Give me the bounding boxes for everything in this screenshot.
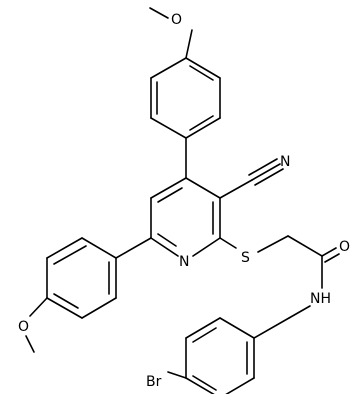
- pyridine-ring: [150, 177, 221, 257]
- bond-c3-nitrile-carbon: [219, 179, 253, 199]
- bond-ch2-carbonyl: [287, 235, 323, 257]
- atom-o-top: O: [171, 12, 182, 28]
- bond-s-ch2: [257, 235, 289, 253]
- top-phenyl-ring: [150, 57, 221, 139]
- left-phenyl-ring: [46, 237, 117, 319]
- atom-s: S: [241, 250, 250, 266]
- bond-top-o-ring: [185, 29, 193, 59]
- atom-n-nitrile: N: [280, 154, 290, 170]
- triple-bond-nitrile-2: [248, 158, 278, 176]
- bond-top-methyl-o: [149, 7, 169, 19]
- triple-bond-nitrile-1: [251, 163, 281, 181]
- atom-o-left: O: [18, 319, 29, 335]
- double-bond-carbonyl-1: [321, 247, 337, 257]
- bond-left-ring-o: [29, 297, 48, 317]
- atom-br: Br: [146, 374, 162, 390]
- bond-left-o-methyl: [25, 335, 35, 353]
- bond-c6-left-phenyl: [115, 237, 152, 259]
- atom-nh: NH: [310, 291, 331, 307]
- double-bond-carbonyl-2: [324, 253, 340, 263]
- atom-n-pyridine: N: [179, 254, 189, 270]
- atom-o-carbonyl: O: [339, 239, 350, 255]
- bromophenyl-ring: [185, 317, 290, 394]
- bond-c-br: [167, 371, 187, 379]
- triple-bond-nitrile-3: [254, 168, 284, 186]
- bond-nh-phenyl: [288, 305, 311, 319]
- bond-c2-s: [219, 237, 237, 249]
